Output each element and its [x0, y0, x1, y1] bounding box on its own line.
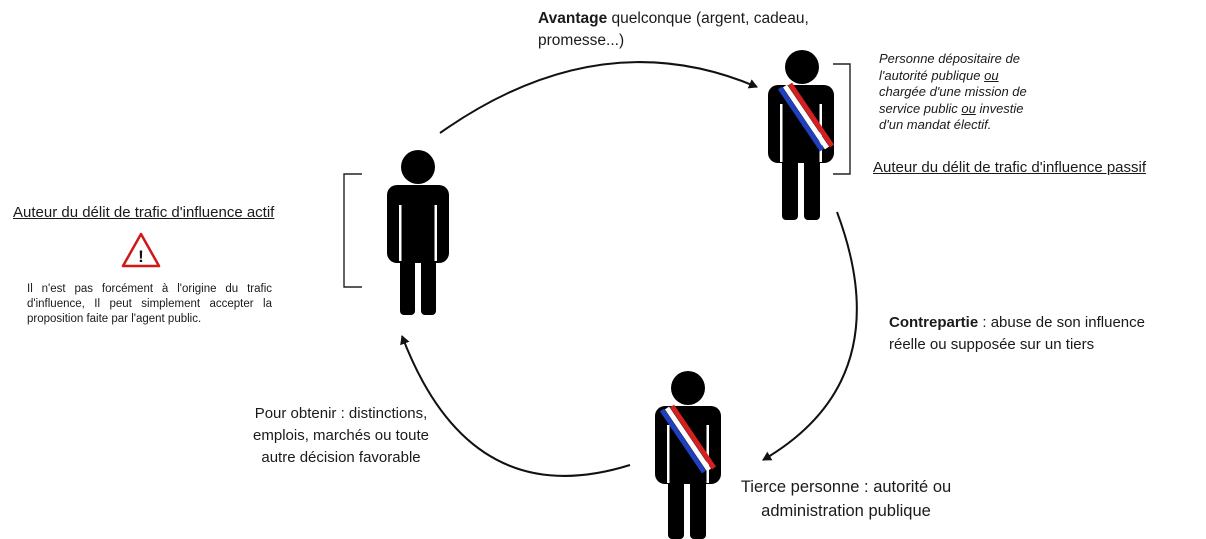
counterpart-line2: réelle ou supposée sur un tiers [889, 336, 1095, 353]
person-with-sash-icon [768, 50, 835, 220]
desc-line2-ou: ou [984, 67, 999, 83]
desc-line4a: service public [879, 100, 962, 116]
desc-line4-ou: ou [961, 100, 976, 116]
person-with-sash-icon [655, 371, 721, 539]
bracket-passive [833, 63, 851, 175]
label-third-party: Tierce personne : autorité ou administra… [716, 475, 976, 523]
advantage-rest: quelconque (argent, cadeau, [607, 10, 809, 27]
public-official-description: Personne dépositaire de l'autorité publi… [879, 51, 1078, 134]
label-counterpart: Contrepartie : abuse de son influence ré… [889, 312, 1189, 356]
warning-note: Il n'est pas forcément à l'origine du tr… [27, 283, 272, 325]
person-icon [387, 150, 449, 315]
passive-author-label: Auteur du délit de trafic d'influence pa… [873, 159, 1147, 176]
desc-line3: chargée d'une mission de [879, 84, 1027, 99]
arrow-advantage [439, 61, 758, 134]
label-advantage: Avantage quelconque (argent, cadeau, pro… [538, 8, 908, 52]
warning-triangle-icon: ! [121, 232, 161, 268]
arrow-counterpart [762, 211, 858, 461]
counterpart-bold: Contrepartie [889, 314, 979, 331]
obtain-line3: autre décision favorable [261, 449, 421, 466]
obtain-line2: emplois, marchés ou toute [253, 427, 429, 444]
bracket-active [343, 173, 362, 288]
desc-line5: d'un mandat électif. [879, 117, 992, 132]
arrow-obtain [400, 335, 631, 477]
desc-line2a: l'autorité publique [879, 67, 985, 83]
counterpart-rest: : abuse de son influence [978, 314, 1145, 331]
advantage-bold: Avantage [538, 10, 608, 27]
desc-line4b: investie [975, 100, 1024, 116]
obtain-line1: Pour obtenir : distinctions, [254, 405, 428, 422]
advantage-line2: promesse...) [538, 32, 625, 49]
active-author-label: Auteur du délit de trafic d'influence ac… [13, 204, 275, 221]
third-line1: Tierce personne : autorité ou [740, 478, 952, 496]
warning-symbol: ! [138, 247, 144, 266]
desc-line1: Personne dépositaire de [879, 51, 1020, 66]
third-line2: administration publique [761, 502, 931, 520]
label-obtain: Pour obtenir : distinctions, emplois, ma… [236, 403, 446, 469]
